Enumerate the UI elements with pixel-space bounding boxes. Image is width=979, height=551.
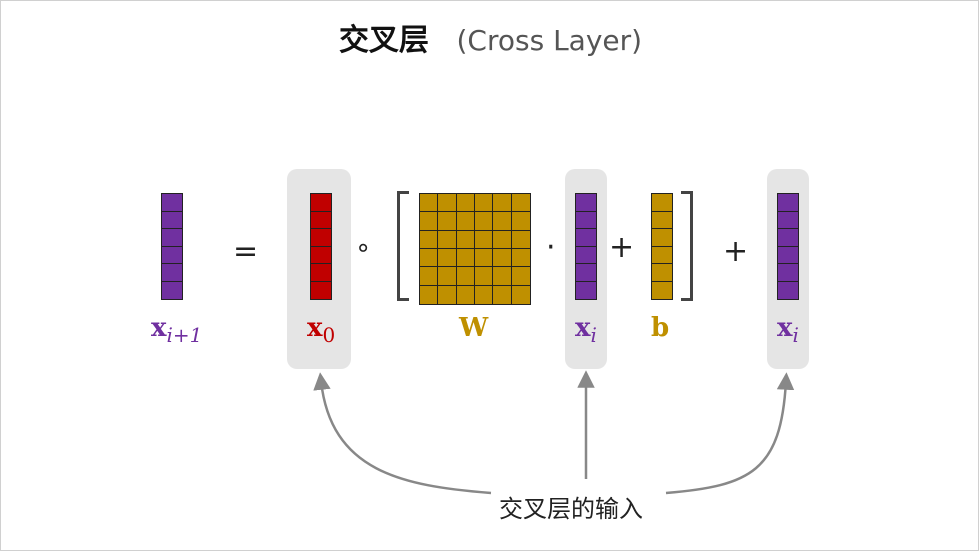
matrix-cell	[438, 194, 457, 213]
label-xi: xi	[575, 313, 597, 347]
matrix-cell	[511, 248, 530, 268]
matrix-cell	[420, 230, 439, 249]
matrix-cell	[511, 230, 530, 249]
matrix-cell	[420, 194, 439, 213]
matrix-cell	[474, 212, 494, 231]
title-english: (Cross Layer)	[456, 24, 643, 57]
matrix-cell	[420, 248, 439, 268]
plus-operator-2: +	[723, 234, 749, 269]
label-w: W	[459, 313, 489, 343]
vector-cell	[576, 211, 596, 229]
label-x0: x0	[307, 313, 336, 347]
vector-cell	[652, 246, 672, 264]
matrix-cell	[420, 267, 439, 286]
matrix-cell	[456, 248, 475, 268]
matrix-cell	[420, 212, 439, 231]
vector-cell	[576, 246, 596, 264]
vector-cell	[652, 264, 672, 282]
vector-cell	[652, 211, 672, 229]
matrix-w	[419, 193, 531, 305]
matrix-cell	[474, 248, 494, 268]
plus-operator-1: +	[609, 230, 635, 265]
matrix-cell	[474, 230, 494, 249]
matrix-cell	[438, 212, 457, 231]
matrix-cell	[456, 194, 475, 213]
vector-cell	[162, 246, 182, 264]
arrow-to-x0	[313, 372, 492, 495]
matrix-cell	[493, 285, 512, 304]
vector-xi2	[777, 193, 799, 300]
matrix-cell	[438, 267, 457, 286]
vector-cell	[311, 194, 331, 212]
input-caption: 交叉层的输入	[495, 489, 647, 524]
vector-cell	[576, 264, 596, 282]
matrix-cell	[511, 194, 530, 213]
matrix-cell	[474, 267, 494, 286]
matrix-cell	[456, 212, 475, 231]
matrix-cell	[511, 212, 530, 231]
vector-cell	[576, 194, 596, 212]
matrix-cell	[493, 194, 512, 213]
left-bracket	[397, 191, 409, 301]
vector-cell	[162, 211, 182, 229]
vector-cell	[162, 194, 182, 212]
matrix-cell	[474, 194, 494, 213]
matrix-cell	[456, 230, 475, 249]
vector-cell	[778, 194, 798, 212]
vector-cell	[311, 264, 331, 282]
matrix-cell	[456, 285, 475, 304]
vector-cell	[576, 229, 596, 247]
matrix-cell	[493, 230, 512, 249]
matrix-cell	[511, 267, 530, 286]
vector-cell	[311, 229, 331, 247]
vector-cell	[311, 281, 331, 299]
dot-operator: ·	[546, 230, 556, 265]
label-xi2: xi	[777, 313, 799, 347]
vector-cell	[311, 246, 331, 264]
vector-cell	[778, 229, 798, 247]
right-bracket	[681, 191, 693, 301]
vector-cell	[311, 211, 331, 229]
matrix-cell	[511, 285, 530, 304]
matrix-cell	[438, 248, 457, 268]
matrix-cell	[456, 267, 475, 286]
title-chinese: 交叉层	[338, 23, 429, 58]
vector-cell	[778, 211, 798, 229]
vector-cell	[778, 264, 798, 282]
vector-cell	[576, 281, 596, 299]
vector-b	[651, 193, 673, 300]
vector-x0	[310, 193, 332, 300]
vector-xi	[575, 193, 597, 300]
vector-cell	[162, 264, 182, 282]
arrow-to-xi2	[665, 372, 795, 495]
vector-cell	[652, 194, 672, 212]
matrix-cell	[493, 212, 512, 231]
matrix-cell	[493, 248, 512, 268]
vector-cell	[778, 246, 798, 264]
vector-cell	[652, 229, 672, 247]
vector-cell	[162, 229, 182, 247]
matrix-cell	[438, 285, 457, 304]
matrix-cell	[493, 267, 512, 286]
matrix-cell	[420, 285, 439, 304]
vector-cell	[652, 281, 672, 299]
vector-cell	[778, 281, 798, 299]
label-x-next: xi+1	[151, 313, 203, 347]
matrix-cell	[474, 285, 494, 304]
equals-sign: =	[233, 234, 259, 269]
vector-cell	[162, 281, 182, 299]
matrix-cell	[438, 230, 457, 249]
label-b: b	[651, 313, 670, 343]
vector-x-next	[161, 193, 183, 300]
hadamard-operator: ∘	[355, 233, 372, 263]
page-title: 交叉层 (Cross Layer)	[1, 15, 978, 59]
